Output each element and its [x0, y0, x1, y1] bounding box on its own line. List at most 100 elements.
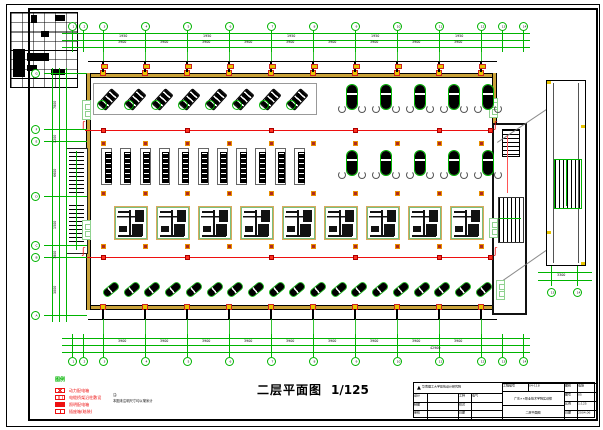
dim-text: 3900 [118, 338, 127, 343]
column [310, 140, 316, 146]
personnel-cell: 电气 [471, 393, 502, 402]
axis-bubble: 4 [140, 357, 150, 366]
personnel-label: 审核 [414, 411, 421, 415]
machine-icon [178, 148, 190, 185]
workstation-cell [324, 206, 358, 240]
power-line-box [436, 255, 442, 260]
axis-tick [397, 334, 398, 357]
personnel-label: 校对 [459, 402, 466, 407]
dim-text: 1950 [455, 33, 464, 38]
axis-bubble: 6 [224, 357, 234, 366]
power-line-box [487, 255, 493, 260]
project-no-cell: 04-118 [528, 383, 564, 391]
machine-icon [139, 148, 151, 185]
note-line: 注: [113, 393, 118, 398]
axis-tick [397, 29, 398, 52]
axis-tick [187, 334, 188, 357]
personnel-label: 日期 [459, 411, 466, 415]
dim-text: 3900 [328, 40, 337, 45]
column [142, 190, 148, 196]
power-line-box [184, 128, 190, 133]
field-value-cell: 电施 [577, 383, 596, 392]
personnel-label: 电气 [472, 394, 479, 398]
axis-bubble: 2 [78, 357, 88, 366]
machine-icon [309, 281, 328, 298]
column [352, 190, 358, 196]
machine-icon [258, 85, 282, 112]
machine-icon [372, 150, 400, 181]
axis-tick [44, 315, 87, 316]
power-line-box [352, 255, 358, 260]
dim-text: 3900 [202, 338, 211, 343]
field-value-cell: 1:125 [577, 401, 596, 410]
axis-bubble: 4 [140, 22, 150, 31]
axis-tick [44, 73, 87, 74]
column-pad [547, 231, 551, 234]
power-line-box [352, 128, 358, 133]
dim-line [52, 68, 53, 322]
dim-text: 3000 [53, 285, 58, 294]
axis-bubble: 14 [518, 22, 528, 31]
stair-arrow-line [499, 218, 521, 219]
column [394, 190, 400, 196]
drawing-name-cell: 二层平面图 [502, 405, 564, 419]
table-cell [55, 15, 65, 21]
axis-bubble: 11 [434, 357, 444, 366]
axis-bubble: E [31, 136, 40, 146]
axis-bubble: 14 [573, 288, 582, 297]
machine-icon [231, 85, 255, 112]
axis-bubble: F [31, 124, 40, 134]
column [226, 190, 232, 196]
column [268, 190, 274, 196]
axis-bubble: D [31, 191, 40, 201]
axis-bubble: 5 [182, 357, 192, 366]
stair-flight [554, 159, 582, 209]
personnel-cell [427, 410, 458, 420]
axis-tick [481, 334, 482, 357]
grid-line [397, 310, 398, 334]
power-line-lower [85, 257, 497, 259]
power-line-box [487, 128, 493, 133]
machine-icon [350, 281, 369, 298]
table-cell [51, 69, 65, 75]
dim-text: 1950 [203, 33, 212, 38]
dim-text: 3900 [202, 40, 211, 45]
dim-tick [577, 266, 578, 286]
column-pad [310, 64, 318, 69]
workstation-cell [114, 206, 148, 240]
column [142, 243, 148, 249]
machine-icon [474, 150, 502, 181]
column [100, 190, 106, 196]
axis-tick [72, 334, 73, 357]
power-line-box [100, 255, 106, 260]
axis-tick [313, 29, 314, 52]
machine-icon [164, 281, 183, 298]
column-pad [352, 64, 360, 69]
workstation-cell [450, 206, 484, 240]
grid-line [313, 310, 314, 334]
personnel-cell: 校对 [458, 401, 471, 411]
column-pad [184, 64, 192, 69]
machine-icon [101, 148, 112, 185]
machine-icon [371, 281, 390, 298]
column [184, 140, 190, 146]
machine-icon [123, 85, 147, 112]
table-cell [13, 49, 25, 77]
power-line-box [268, 128, 274, 133]
stair-detail [546, 80, 586, 266]
axis-tick [229, 29, 230, 52]
axis-tick [313, 334, 314, 357]
institute-logo-icon: ▲ [417, 385, 421, 391]
axis-bubble: 10 [392, 357, 402, 366]
column [478, 140, 484, 146]
dim-text: 3900 [454, 40, 463, 45]
axis-bubble: 10 [392, 22, 402, 31]
dim-text: 1950 [287, 33, 296, 38]
machine-icon [330, 281, 349, 298]
dim-line [66, 68, 67, 322]
column-pad [547, 81, 551, 84]
machine-icon [255, 148, 267, 185]
dim-text: 3900 [118, 40, 127, 45]
column [142, 140, 148, 146]
